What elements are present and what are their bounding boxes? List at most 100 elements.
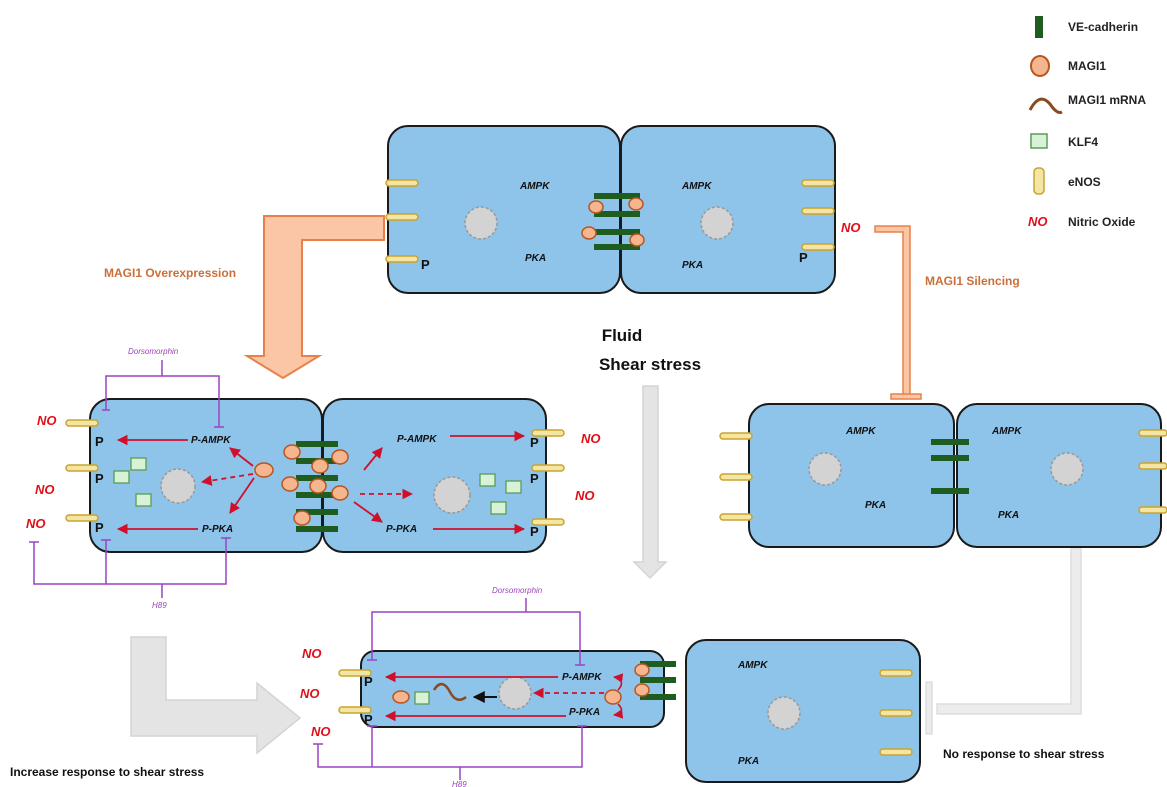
increase-response-label: Increase response to shear stress <box>10 765 204 779</box>
legend-klf4-label: KLF4 <box>1068 135 1098 149</box>
magi1 <box>310 479 326 493</box>
enos <box>802 180 834 186</box>
ve-cadherin <box>931 455 969 461</box>
enos <box>386 256 418 262</box>
enos <box>720 433 752 439</box>
magi1 <box>629 198 643 210</box>
no-response-bar <box>926 682 932 734</box>
legend-nitric-oxide-label: Nitric Oxide <box>1068 215 1136 229</box>
klf4 <box>480 474 495 486</box>
si-right-ampk: AMPK <box>991 426 1022 437</box>
overexpression-arrow <box>247 216 384 378</box>
shear-p-ampk: P-AMPK <box>562 672 602 683</box>
enos <box>880 749 912 755</box>
shear-dorsomorphin-label: Dorsomorphin <box>492 586 543 595</box>
oe-right-p-pka: P-PKA <box>386 524 417 535</box>
overexpression-cell-pair: P-AMPK P-PKA P-AMPK P-PKA P P P P P P NO… <box>26 347 601 610</box>
shear-p: P <box>364 674 373 689</box>
shear-no: NO <box>302 646 322 661</box>
oe-dorsomorphin-label: Dorsomorphin <box>128 347 179 356</box>
magi1 <box>332 450 348 464</box>
klf4 <box>114 471 129 483</box>
legend-magi1-mrna-label: MAGI1 mRNA <box>1068 93 1146 107</box>
ve-cadherin <box>931 488 969 494</box>
magi1 <box>635 684 649 696</box>
shear-h89-label: H89 <box>452 780 467 787</box>
klf4 <box>491 502 506 514</box>
si-right-pka: PKA <box>998 510 1019 521</box>
shear-right-nucleus <box>768 697 800 729</box>
shear-p-pka: P-PKA <box>569 707 600 718</box>
shear-right-pka: PKA <box>738 756 759 767</box>
klf4 <box>506 481 521 493</box>
silencing-inhibition <box>875 226 910 396</box>
shear-no: NO <box>311 724 331 739</box>
magi1 <box>635 664 649 676</box>
magi1 <box>255 463 273 477</box>
shear-stress-arrow <box>634 386 666 578</box>
no-response-inhibition <box>937 548 1081 714</box>
enos <box>1139 463 1167 469</box>
top-cell-pair: AMPK PKA AMPK PKA P NO P NO <box>363 126 861 293</box>
oe-left-p-pka: P-PKA <box>202 524 233 535</box>
shear-cell-pair: P-AMPK P-PKA AMPK PKA P P NO NO NO Dorso… <box>300 586 920 787</box>
top-right-ampk: AMPK <box>681 181 712 192</box>
ve-cadherin <box>931 439 969 445</box>
h89-inhibitor <box>313 726 587 780</box>
magi1 <box>582 227 596 239</box>
ve-cadherin <box>594 229 640 235</box>
oe-no: NO <box>581 431 601 446</box>
oe-right-p-ampk: P-AMPK <box>397 434 437 445</box>
magi1 <box>284 445 300 459</box>
magi1 <box>605 690 621 704</box>
oe-p: P <box>95 471 104 486</box>
magi1 <box>630 234 644 246</box>
enos <box>66 515 98 521</box>
oe-p: P <box>95 434 104 449</box>
oe-h89-label: H89 <box>152 601 167 610</box>
enos <box>1139 430 1167 436</box>
enos <box>720 474 752 480</box>
si-left-ampk: AMPK <box>845 426 876 437</box>
legend-magi1-mrna-icon <box>1030 99 1062 112</box>
enos <box>66 465 98 471</box>
oe-left-nucleus <box>161 469 195 503</box>
overexpression-label: MAGI1 Overexpression <box>104 266 236 280</box>
legend-enos-label: eNOS <box>1068 175 1101 189</box>
magi1 <box>589 201 603 213</box>
oe-no: NO <box>575 488 595 503</box>
shear-stress-label: Shear stress <box>599 355 701 374</box>
oe-no: NO <box>35 482 55 497</box>
legend-enos-icon <box>1034 168 1044 194</box>
magi1 <box>294 511 310 525</box>
klf4 <box>131 458 146 470</box>
legend-ve-cadherin-icon <box>1035 16 1043 38</box>
oe-right-nucleus <box>434 477 470 513</box>
legend-no-symbol: NO <box>1028 214 1048 229</box>
oe-p: P <box>530 435 539 450</box>
enos <box>386 214 418 220</box>
enos <box>1139 507 1167 513</box>
magi1 <box>393 691 409 703</box>
shear-right-ampk: AMPK <box>737 660 768 671</box>
top-right-no: NO <box>841 220 861 235</box>
no-response-label: No response to shear stress <box>943 747 1105 761</box>
oe-no: NO <box>26 516 46 531</box>
shear-left-nucleus <box>499 677 531 709</box>
legend: VE-cadherin MAGI1 MAGI1 mRNA KLF4 eNOS N… <box>1028 16 1146 229</box>
top-left-p: P <box>421 257 430 272</box>
enos <box>386 180 418 186</box>
si-right-nucleus <box>1051 453 1083 485</box>
si-left-nucleus <box>809 453 841 485</box>
top-right-nucleus <box>701 207 733 239</box>
top-left-nucleus <box>465 207 497 239</box>
si-left-pka: PKA <box>865 500 886 511</box>
legend-magi1-icon <box>1031 56 1049 76</box>
oe-left-p-ampk: P-AMPK <box>191 435 231 446</box>
enos <box>720 514 752 520</box>
enos <box>880 670 912 676</box>
ve-cadherin <box>296 526 338 532</box>
oe-p: P <box>95 520 104 535</box>
top-left-ampk: AMPK <box>519 181 550 192</box>
